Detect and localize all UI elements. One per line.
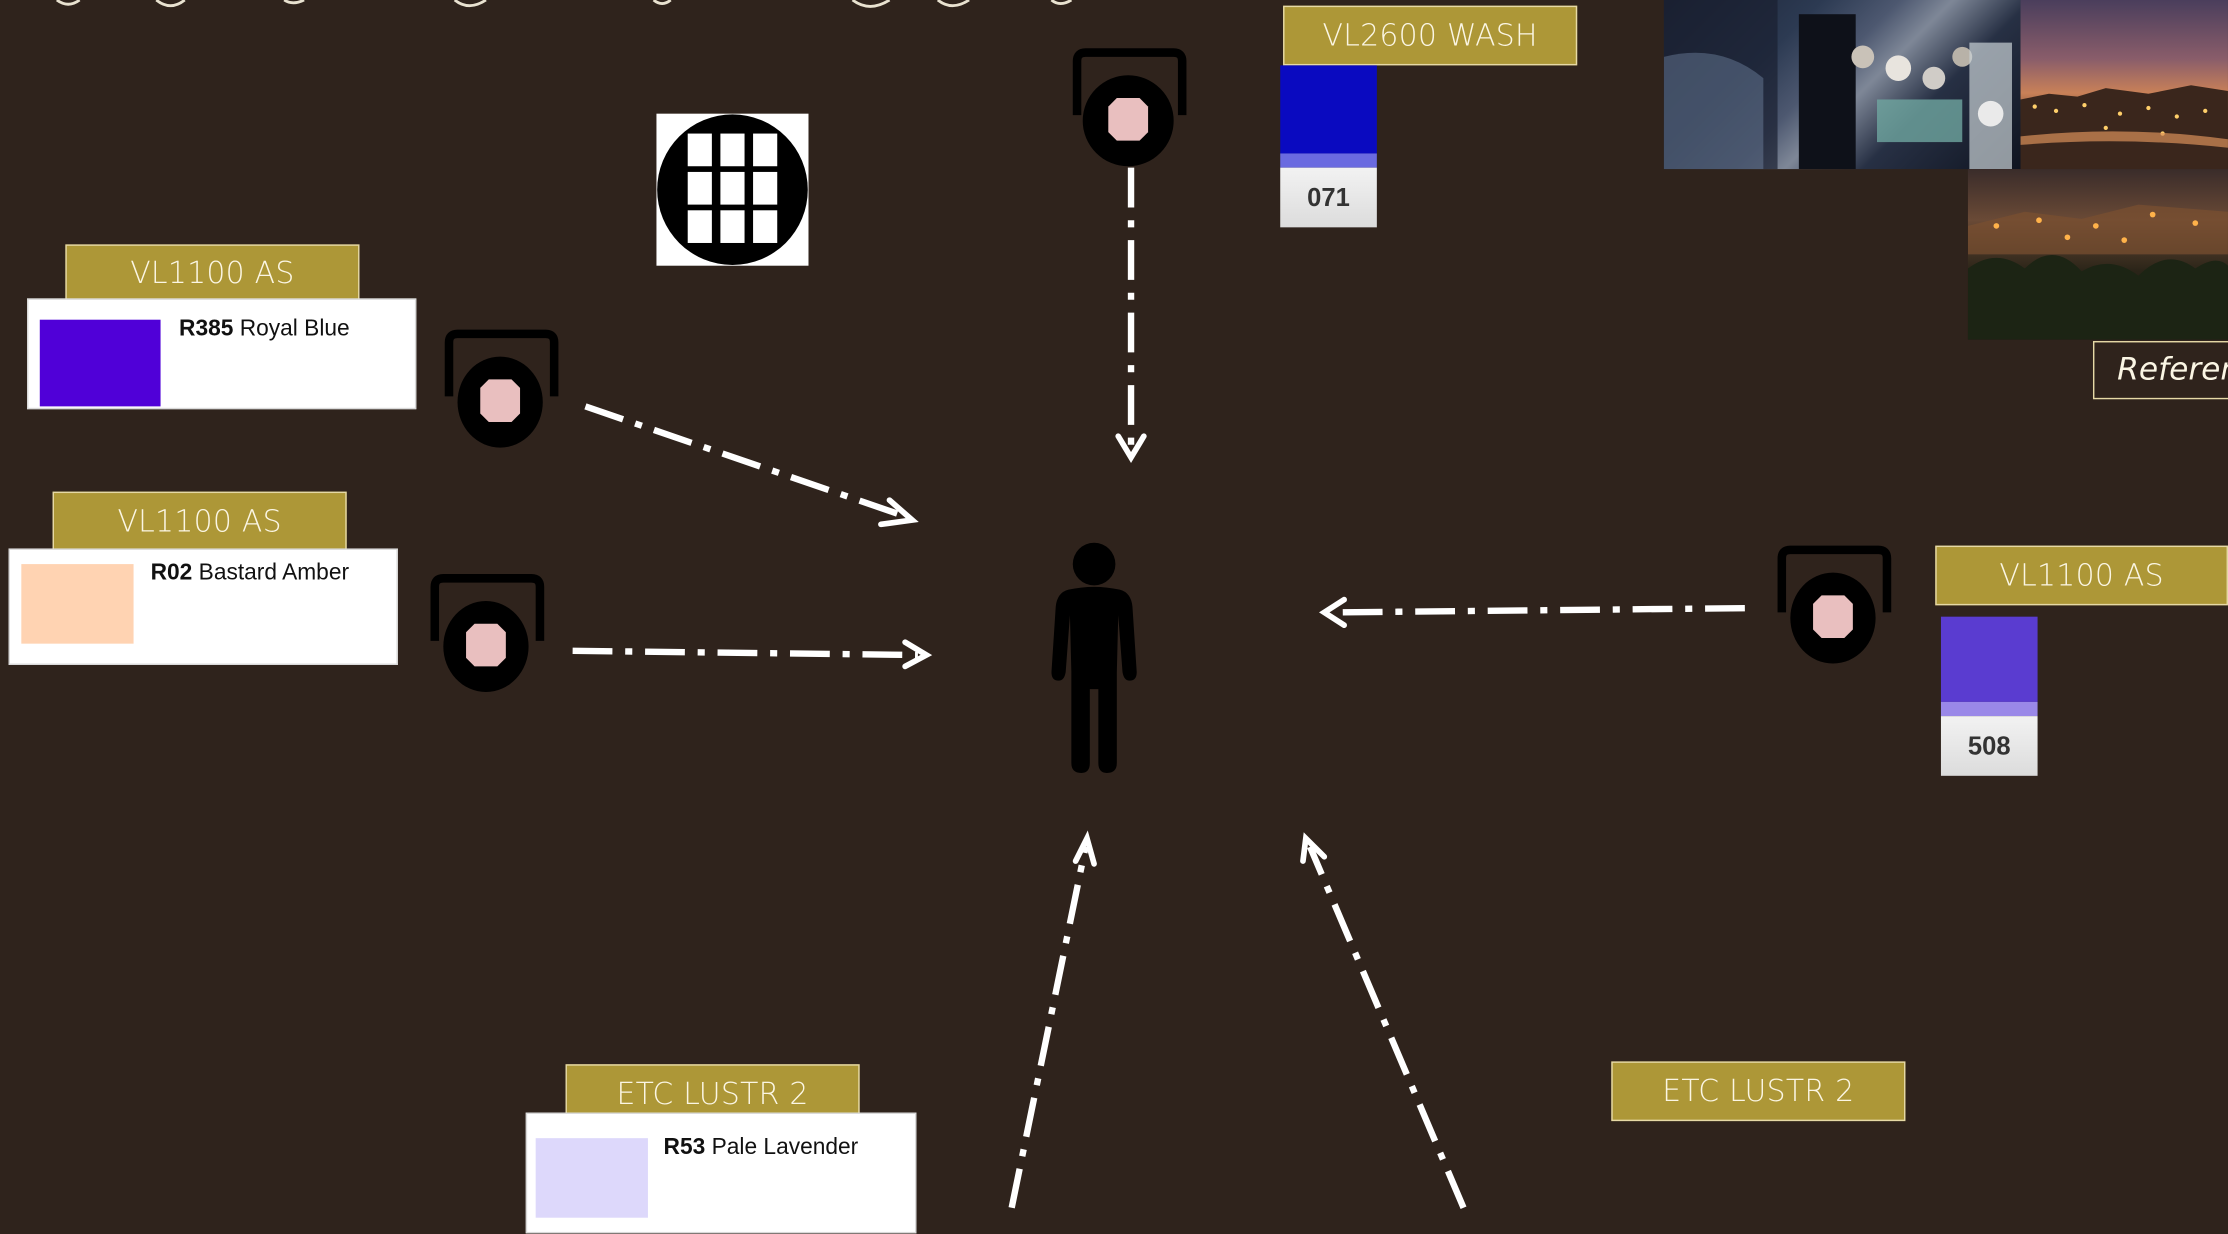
beam-arrow-left-lower: [573, 651, 918, 655]
gel-swatch-royal-blue: R385 Royal Blue: [27, 298, 416, 409]
gel-chip-color: [1941, 617, 2038, 702]
beam-arrow-bottom-right: [1310, 847, 1463, 1208]
fixture-label-right: VL1100 AS: [1935, 546, 2228, 606]
fixture-label-left-lower: VL1100 AS: [53, 492, 347, 550]
reference-photo-terrace: [1664, 0, 2021, 169]
beam-arrow-bottom-left: [1012, 847, 1086, 1208]
arrowhead-right: [1324, 600, 1344, 626]
beam-arrow-right: [1333, 608, 1745, 612]
gel-code: R53: [664, 1135, 706, 1159]
reference-caption: Referen: [2093, 341, 2228, 399]
gel-chip-band: [1941, 702, 2038, 716]
gel-color-chip: [21, 564, 133, 644]
reference-photo-florence-dusk: [2021, 0, 2228, 169]
gel-swatch-bastard-amber: R02 Bastard Amber: [9, 548, 398, 665]
fixture-label-bottom-right: ETC LUSTR 2: [1611, 1061, 1905, 1121]
gel-swatch-pale-lavender: R53 Pale Lavender: [526, 1113, 917, 1234]
gel-swatch-text: R53 Pale Lavender: [664, 1135, 859, 1161]
gel-code: R385: [179, 317, 233, 341]
gel-chip-number: 508: [1941, 716, 2038, 776]
reference-photo-florence-night: [1968, 169, 2228, 340]
gel-swatch-text: R385 Royal Blue: [179, 317, 350, 343]
gel-chip-band: [1280, 153, 1377, 167]
gel-code: R02: [151, 561, 193, 585]
beam-arrow-left-upper: [585, 406, 903, 515]
gel-swatch-text: R02 Bastard Amber: [151, 561, 349, 587]
gel-chip-508: 508: [1941, 617, 2038, 776]
gel-name: Bastard Amber: [199, 561, 349, 585]
gel-name: Pale Lavender: [712, 1135, 859, 1159]
gel-chip-071: 071: [1280, 65, 1377, 227]
fixture-label-top: VL2600 WASH: [1283, 6, 1577, 66]
gel-chip-color: [1280, 65, 1377, 153]
gel-color-chip: [40, 320, 161, 407]
fixture-label-left-upper: VL1100 AS: [65, 244, 359, 301]
gel-color-chip: [536, 1138, 648, 1218]
gel-chip-number: 071: [1280, 168, 1377, 228]
gel-name: Royal Blue: [240, 317, 350, 341]
